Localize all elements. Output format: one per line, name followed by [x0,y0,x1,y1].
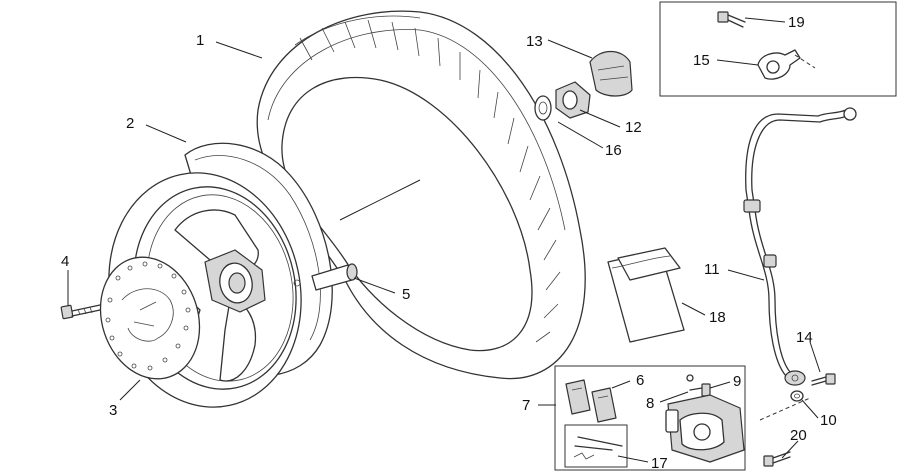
callout-16: 16 [605,142,622,159]
brake-caliper [665,394,745,463]
hose-clamp [757,49,816,80]
disc-bolt [60,304,101,320]
axle-spacer [534,95,552,121]
callout-3: 3 [109,402,117,419]
leader-lines [67,17,821,463]
hose-bolt [717,11,746,28]
tyre [256,10,586,380]
caliper-bolt [763,451,791,467]
brake-pads [565,379,617,423]
callout-labels: 1 2 3 4 5 6 7 8 9 10 11 12 13 14 15 16 1… [61,14,837,472]
tyre-tread [299,19,561,343]
callout-2: 2 [126,115,134,132]
callout-13: 13 [526,33,543,50]
callout-8: 8 [646,395,654,412]
wheel-hub [204,249,266,313]
callout-9: 9 [733,373,741,390]
bleed-cap [686,374,694,382]
inset-frame-pin-kit [564,424,628,468]
bleeder-valve [689,383,711,397]
pad-pins [573,436,623,460]
callout-17: 17 [651,455,668,472]
axle-nut [555,81,591,119]
disc-vent-holes [105,261,191,371]
hub-cap [589,50,633,97]
callout-20: 20 [790,427,807,444]
callout-14: 14 [796,329,813,346]
brake-hose [743,107,857,386]
callout-6: 6 [636,372,644,389]
brake-disc [99,256,201,380]
callout-4: 4 [61,253,69,270]
callout-10: 10 [820,412,837,429]
document-bag [607,247,685,343]
inset-frame-hose-clamp [659,1,897,97]
callout-5: 5 [402,286,410,303]
tyre-valve [293,263,358,291]
callout-19: 19 [788,14,805,31]
callout-7: 7 [522,397,530,414]
callout-1: 1 [196,32,204,49]
callout-15: 15 [693,52,710,69]
hose-banjo-fitting [784,370,806,386]
inset-frame-caliper-kit [554,365,746,471]
callout-12: 12 [625,119,642,136]
callout-11: 11 [704,261,720,278]
sealing-washer [759,390,811,421]
banjo-bolt [811,373,836,386]
callout-18: 18 [709,309,726,326]
